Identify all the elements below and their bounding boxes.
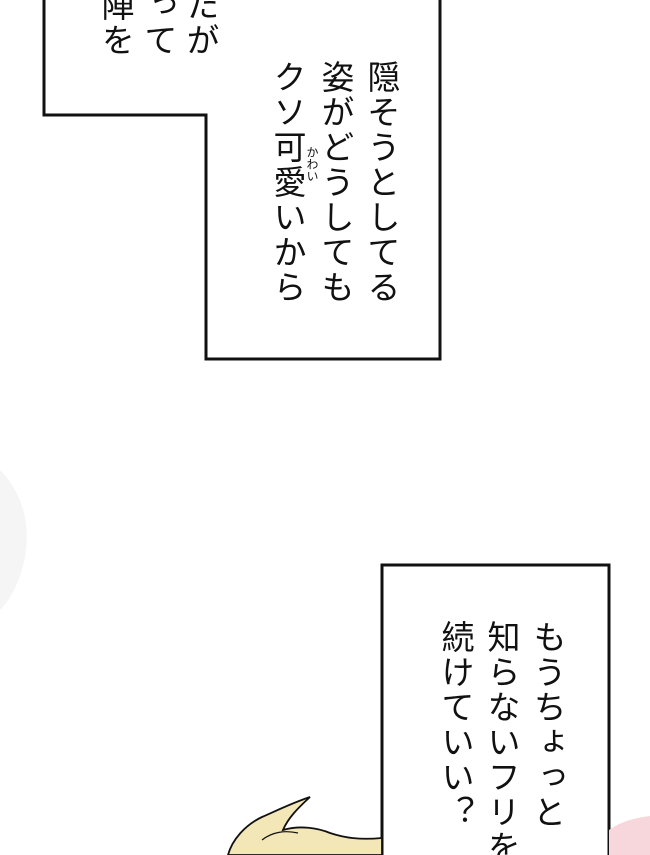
caption-fragment-col-3: 陣を: [96, 0, 135, 58]
caption-col-3: クソ可愛いから: [268, 60, 307, 305]
caption-bottom-col-1: もうちょっと: [528, 620, 567, 830]
caption-col-2: 姿がどうしても: [316, 60, 355, 305]
furigana: かわい: [305, 146, 319, 182]
caption-bottom-col-2: 知らないフリを: [482, 620, 521, 855]
caption-bottom-col-3: 続けていい？: [436, 620, 475, 830]
caption-fragment-col-2: って: [139, 0, 178, 58]
caption-fragment-col-1: たが: [181, 0, 220, 58]
caption-col-1: 隠そうとしてる: [362, 60, 401, 305]
